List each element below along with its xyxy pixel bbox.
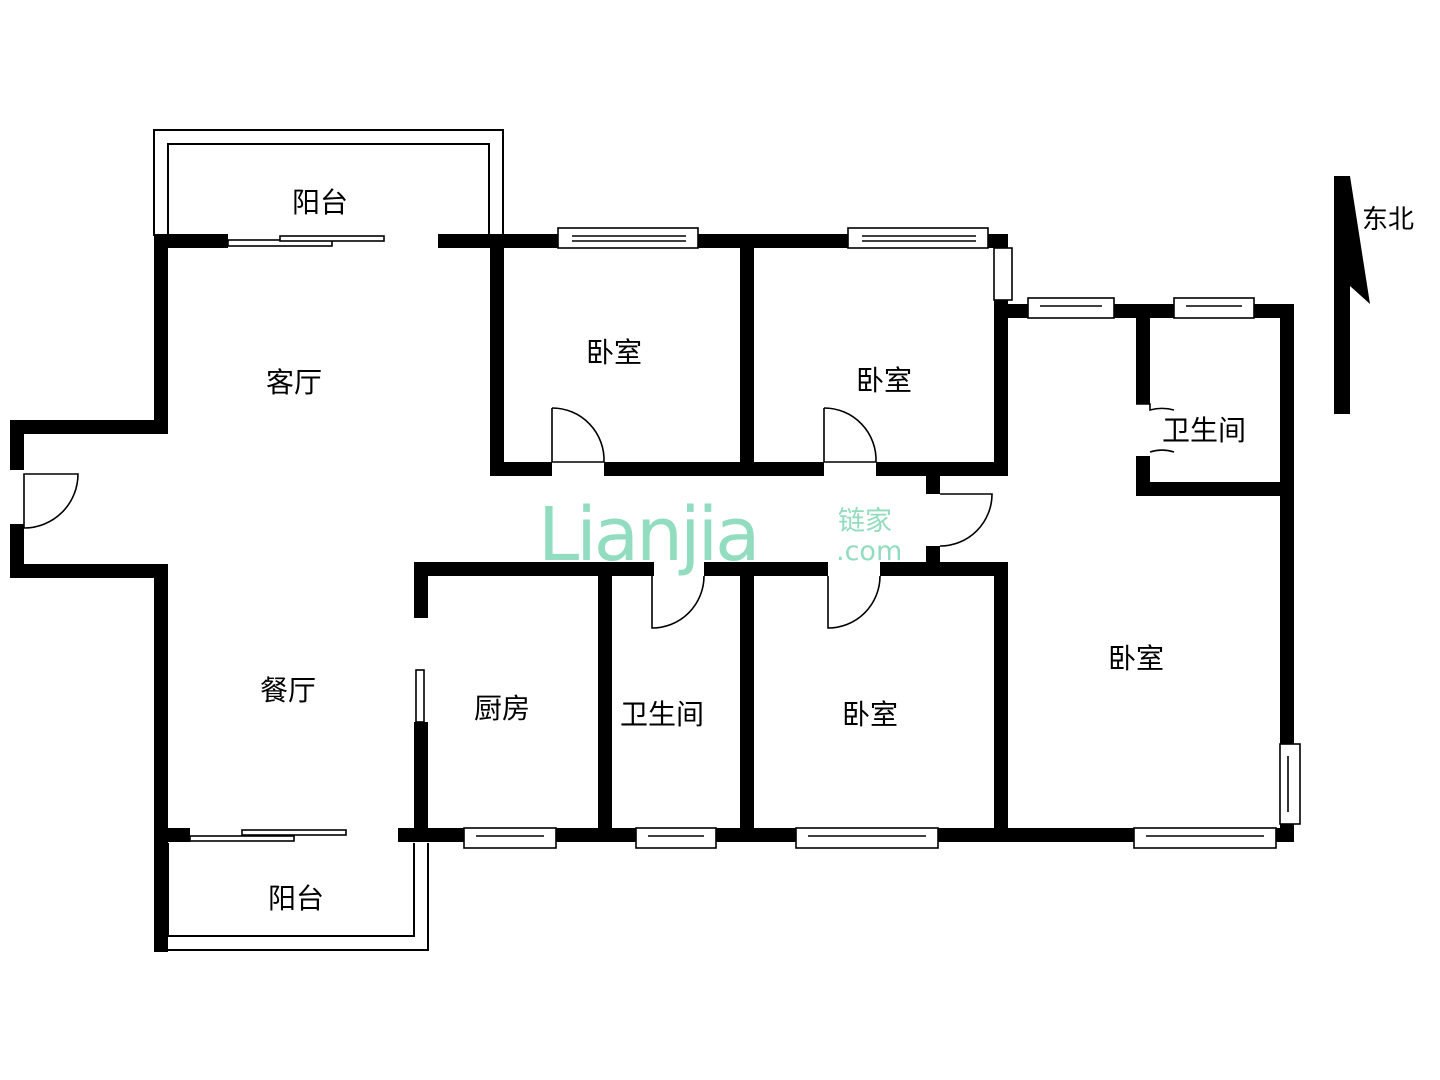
doors	[23, 403, 1175, 629]
room-label-bedroom-2: 卧室	[856, 364, 912, 397]
watermark-brand-cn: 链家	[838, 506, 892, 537]
room-label-bedroom-master: 卧室	[1108, 642, 1164, 675]
balcony-top-outline	[153, 129, 504, 236]
windows	[415, 227, 1301, 849]
room-label-dining-room: 餐厅	[260, 674, 316, 707]
watermark: Lianjia 链家 .com	[538, 492, 902, 578]
compass-label: 东北	[1362, 205, 1414, 235]
watermark-brand: Lianjia	[538, 492, 758, 578]
room-label-balcony-bottom: 阳台	[268, 882, 324, 915]
walls	[10, 234, 1294, 952]
sliding-doors	[189, 235, 385, 842]
room-label-kitchen: 厨房	[474, 692, 530, 725]
room-label-bathroom-master: 卫生间	[1162, 414, 1246, 447]
room-label-bedroom-1: 卧室	[586, 336, 642, 369]
room-label-living-room: 客厅	[266, 366, 322, 399]
room-label-bathroom-2: 卫生间	[620, 698, 704, 731]
watermark-domain: .com	[836, 536, 902, 567]
room-label-balcony-top: 阳台	[292, 186, 348, 219]
room-label-bedroom-3: 卧室	[842, 698, 898, 731]
north-arrow-icon	[1334, 176, 1370, 414]
